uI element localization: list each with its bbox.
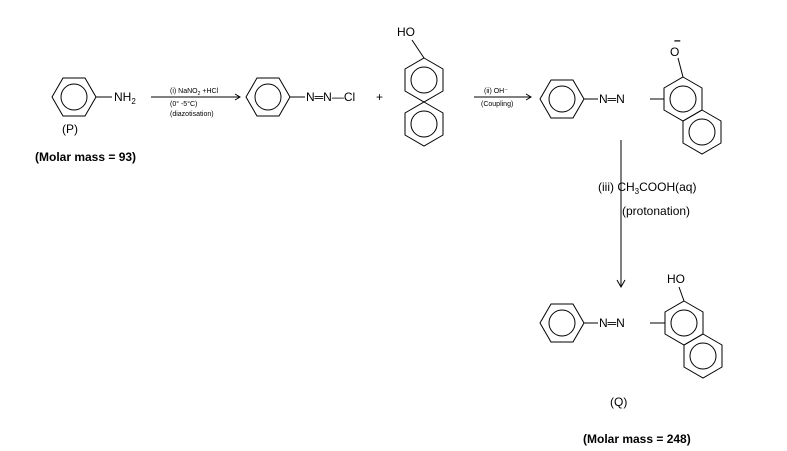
product-q-azo-group: N═N xyxy=(599,316,625,330)
step2-arrow xyxy=(474,93,532,101)
step3-arrow xyxy=(616,140,626,289)
naphthol-structure: HO xyxy=(397,25,444,147)
product-q-structure: N═N HO xyxy=(539,272,723,379)
amine-label: NH2 xyxy=(114,90,136,106)
azo-anion-structure: N═N O – xyxy=(539,33,722,155)
azo-anion-oxygen: O xyxy=(670,45,679,59)
azo-anion-charge: – xyxy=(674,33,681,47)
reactant-p-molar-mass: (Molar mass = 93) xyxy=(35,150,136,164)
product-q-molar-mass: (Molar mass = 248) xyxy=(583,432,691,446)
aniline-structure: NH2 xyxy=(51,77,136,117)
step3-reagent: (iii) CH3COOH(aq) xyxy=(598,180,696,196)
diazonium-group: N═N—Cl xyxy=(306,90,355,104)
product-q-label: (Q) xyxy=(610,395,627,409)
step1-condition: (0° -5°C) xyxy=(170,100,197,108)
step1-reagent: (i) NaNO2 +HCl xyxy=(170,88,219,97)
step1-name: (diazotisation) xyxy=(170,111,214,118)
step2-name: (Coupling) xyxy=(481,101,513,108)
naphthol-hydroxyl: HO xyxy=(397,25,415,39)
azo-anion-azo-group: N═N xyxy=(599,92,625,106)
step1-arrow xyxy=(151,93,241,101)
product-q-hydroxyl: HO xyxy=(667,272,685,286)
reactant-p-label: (P) xyxy=(62,122,78,136)
step2-reagent: (ii) OH⁻ xyxy=(484,88,508,95)
step3-name: (protonation) xyxy=(622,204,690,218)
plus-sign: + xyxy=(376,90,383,104)
diazonium-structure: N═N—Cl xyxy=(245,77,355,117)
